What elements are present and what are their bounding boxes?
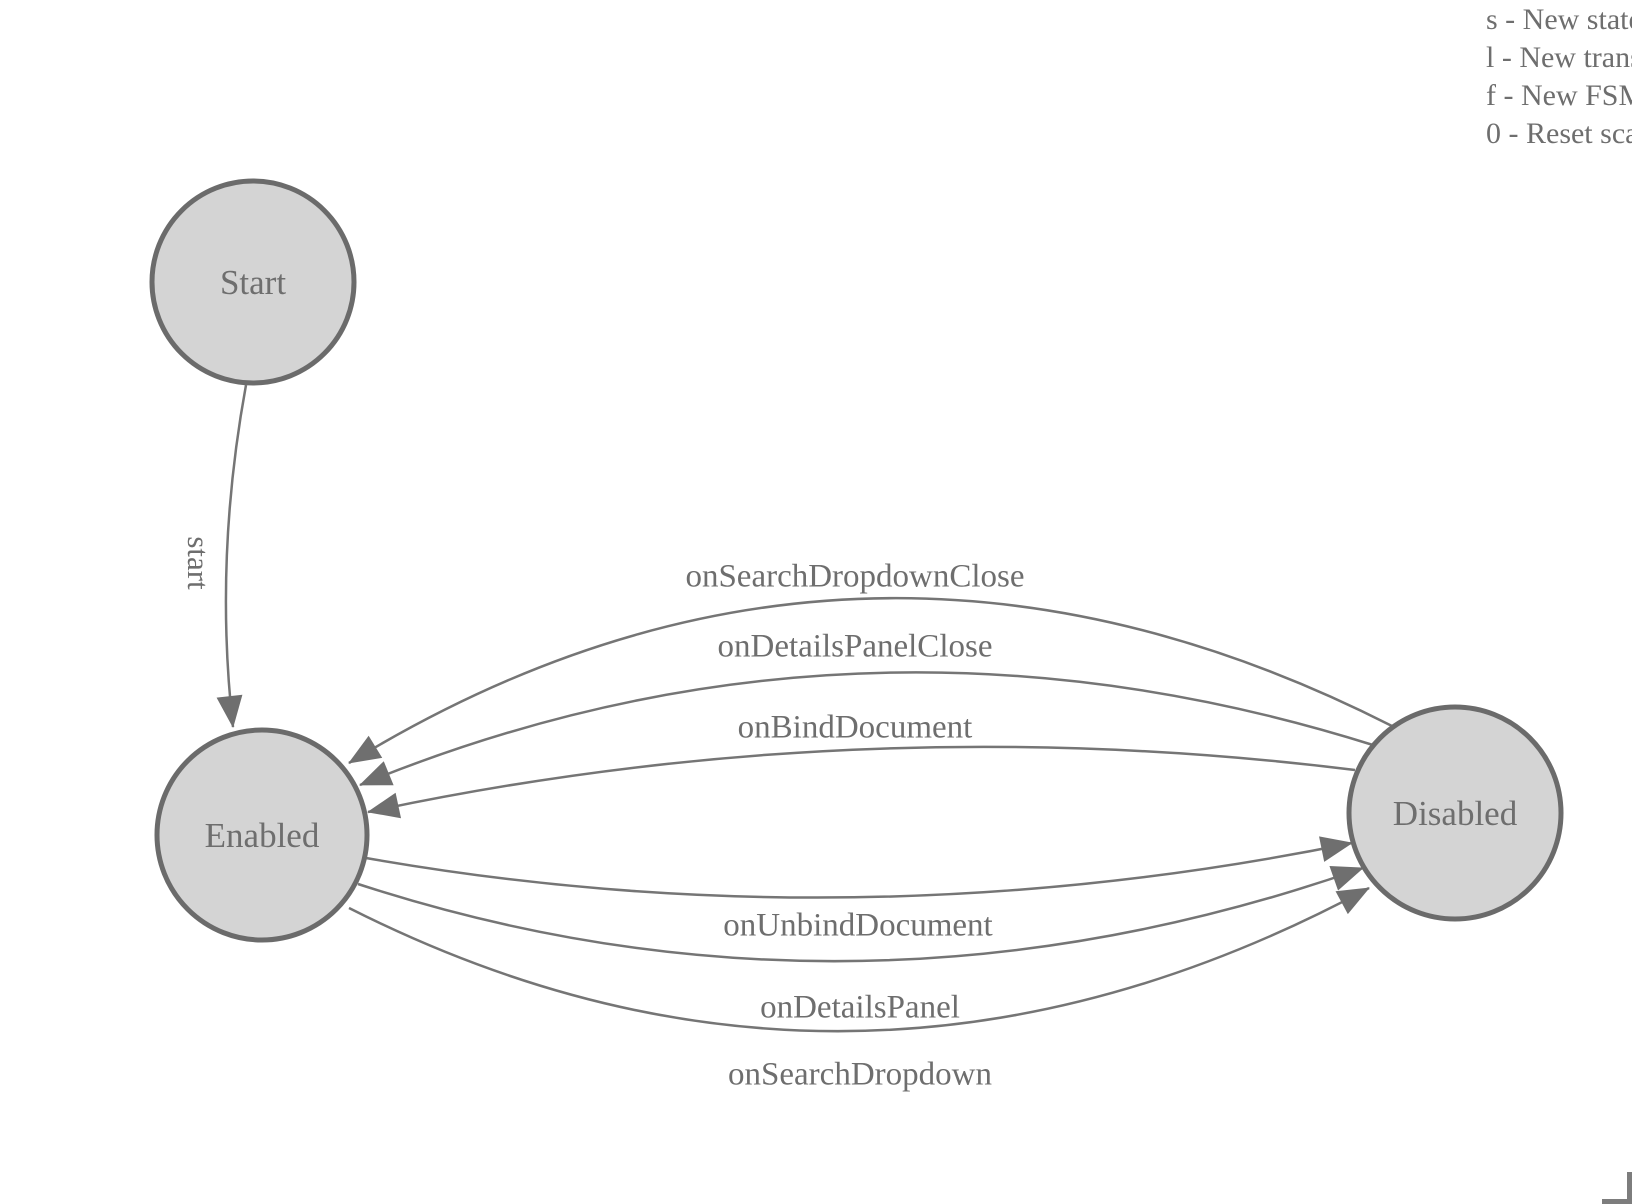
transition-edge-onbinddocument[interactable] bbox=[367, 745, 1356, 819]
state-node-disabled[interactable] bbox=[1346, 704, 1564, 922]
edge-label-onunbinddocument[interactable]: onUnbindDocument bbox=[723, 907, 993, 944]
legend-line-new-transition: l - New transition bbox=[1486, 41, 1632, 74]
state-node-enabled[interactable] bbox=[154, 727, 370, 943]
transition-edge-onunbinddocument[interactable] bbox=[365, 836, 1353, 899]
state-label-disabled[interactable]: Disabled bbox=[1392, 794, 1518, 833]
transition-edge-onsearchdropdownclose[interactable] bbox=[348, 596, 1393, 765]
edge-label-onsearchdropdownclose[interactable]: onSearchDropdownClose bbox=[685, 558, 1025, 595]
edge-label-onbinddocument[interactable]: onBindDocument bbox=[737, 709, 973, 746]
state-label-start[interactable]: Start bbox=[219, 263, 287, 302]
legend-line-reset-scale: 0 - Reset scale bbox=[1486, 117, 1632, 150]
transition-edge-ondetailspanelclose[interactable] bbox=[359, 671, 1374, 787]
edge-label-onsearchdropdown[interactable]: onSearchDropdown bbox=[728, 1056, 992, 1093]
edge-label-ondetailspanelclose[interactable]: onDetailsPanelClose bbox=[717, 628, 993, 665]
transition-edge-ondetailspanel[interactable] bbox=[357, 865, 1364, 963]
hotkey-legend: s - New state l - New transition f - New… bbox=[1486, 1, 1632, 153]
edge-label-ondetailspanel[interactable]: onDetailsPanel bbox=[760, 989, 960, 1026]
edge-label-start[interactable]: start bbox=[181, 536, 216, 590]
frame-corner-vertical-bar bbox=[1627, 1172, 1632, 1204]
transition-edge-onsearchdropdown[interactable] bbox=[348, 886, 1370, 1033]
state-node-start[interactable] bbox=[149, 178, 357, 386]
legend-line-new-fsm: f - New FSM bbox=[1486, 79, 1632, 112]
legend-line-new-state: s - New state bbox=[1486, 3, 1632, 36]
frame-corner-horizontal-bar bbox=[1602, 1199, 1632, 1204]
state-label-enabled[interactable]: Enabled bbox=[204, 816, 320, 855]
transition-edge-start[interactable] bbox=[216, 384, 248, 728]
